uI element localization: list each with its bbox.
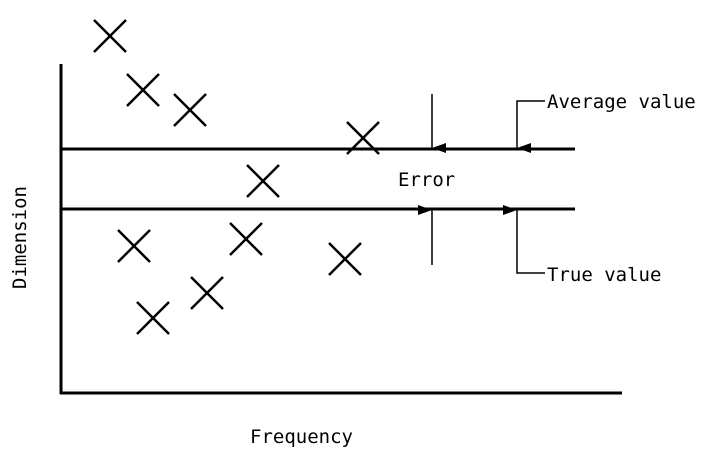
data-point-cross <box>246 164 280 198</box>
y-axis-label: Dimension <box>9 186 31 289</box>
true-value-leader <box>503 205 545 274</box>
data-point-cross <box>346 121 380 155</box>
data-point-cross <box>190 276 224 310</box>
data-point-cross <box>117 229 151 263</box>
average-value-label: Average value <box>547 91 696 113</box>
data-point-cross <box>136 301 170 335</box>
average-value-leader <box>516 100 545 153</box>
data-point-cross <box>93 19 127 53</box>
data-point-cross <box>229 222 263 256</box>
data-points <box>93 19 380 335</box>
data-point-cross <box>173 93 207 127</box>
x-axis-label: Frequency <box>250 426 353 448</box>
data-point-cross <box>126 73 160 107</box>
error-label: Error <box>398 169 455 191</box>
true-value-label: True value <box>547 264 661 286</box>
data-point-cross <box>328 242 362 276</box>
